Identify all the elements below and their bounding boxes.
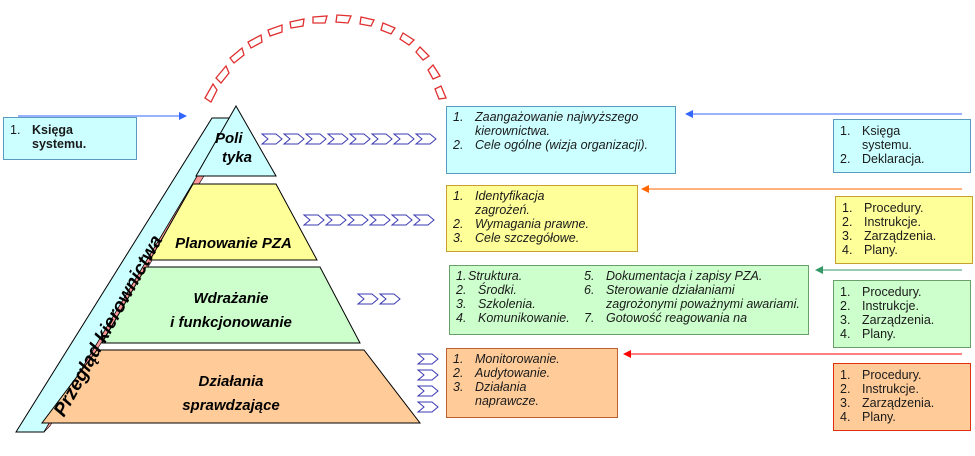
box-wdrazanie: 1.Struktura. 2.Środki. 3.Szkolenia. 4.Ko…: [449, 265, 809, 335]
chevrons-dzialania: [416, 353, 439, 413]
level-planowanie: [149, 183, 318, 261]
level-wdrazanie: [101, 266, 361, 344]
box-right-polityka: 1.Księga systemu. 2.Deklaracja.: [833, 119, 971, 173]
feedback-arc: [204, 14, 447, 103]
chevrons-planowanie: [302, 214, 435, 226]
box-right-planowanie: 1.Procedury. 2.Instrukcje. 3.Zarządzenia…: [835, 196, 973, 264]
label-dzialania: Działania sprawdzające: [182, 373, 280, 414]
box-dzialania: 1.Monitorowanie. 2.Audytowanie. 3.Działa…: [446, 348, 618, 418]
label-wdrazanie: Wdrażanie i funkcjonowanie: [170, 290, 292, 331]
box-right-wdrazanie: 1.Procedury. 2.Instrukcje. 3.Zarządzenia…: [833, 280, 971, 348]
label-planowanie: Planowanie PZA: [175, 235, 292, 252]
box-polityka: 1.Zaangażowanie najwyższego kierownictwa…: [446, 106, 676, 174]
box-planowanie: 1.Identyfikacja zagrożeń. 2.Wymagania pr…: [446, 185, 638, 252]
chevrons-wdrazanie: [356, 293, 401, 305]
level-dzialania: [40, 349, 422, 424]
box-right-dzialania: 1.Procedury. 2.Instrukcje. 3.Zarządzenia…: [833, 363, 971, 431]
chevrons-polityka: [260, 133, 437, 145]
label-polityka: Poli tyka: [215, 130, 253, 166]
box-left-ksiega: 1.Księga systemu.: [3, 117, 137, 160]
level-polityka: [195, 104, 277, 177]
